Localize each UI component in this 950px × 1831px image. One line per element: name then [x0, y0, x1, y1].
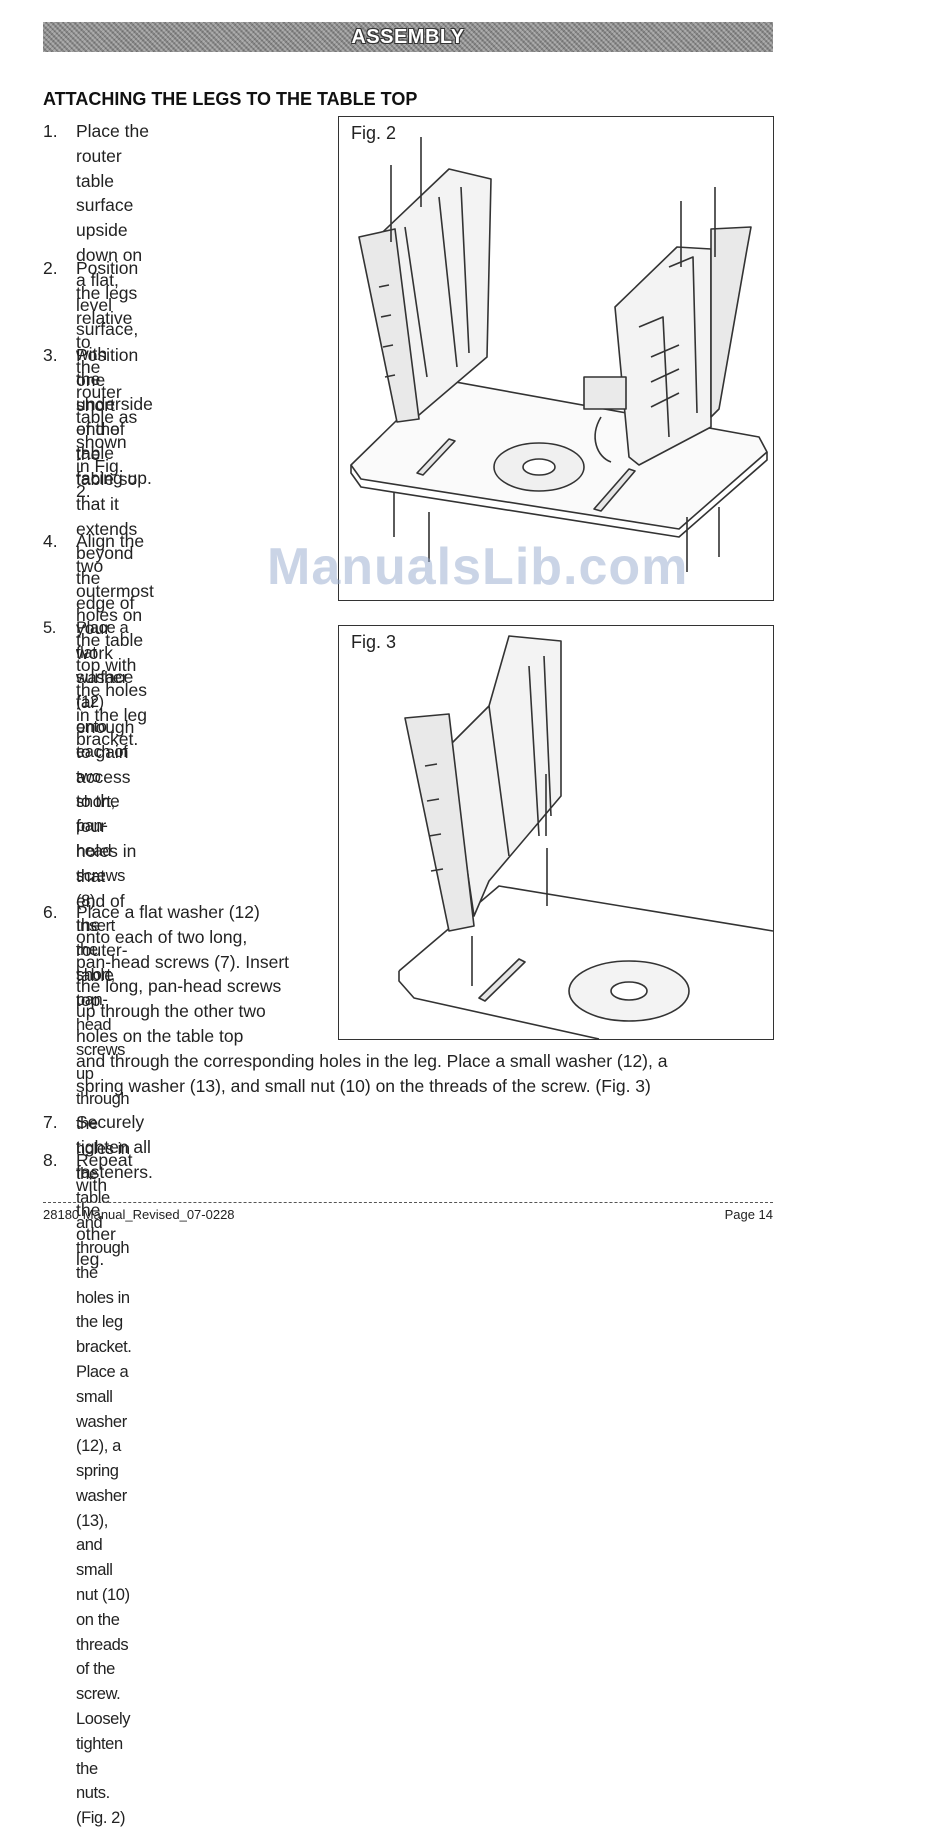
- step-line: Align the two outermost: [76, 531, 154, 601]
- step-line: up through the other two: [76, 1001, 266, 1022]
- footer-document-id: 28180 Manual_Revised_07-0228: [43, 1207, 235, 1222]
- step-line: beyond the edge of your: [76, 543, 135, 638]
- step-line: Securely tighten all fasteners.: [76, 1112, 153, 1182]
- step-line: and through the corresponding holes in t…: [76, 1050, 668, 1071]
- step-line: holes on the table top: [76, 1025, 244, 1046]
- banner-title: ASSEMBLY: [351, 25, 465, 48]
- step-line: the underside of the table: [76, 368, 153, 464]
- step-number: 2.: [43, 258, 58, 278]
- step-number: 6.: [43, 902, 58, 922]
- figure-3-label: Fig. 3: [351, 632, 397, 652]
- step-line: Position the legs relative to: [76, 258, 139, 353]
- step-line: Position one short end of: [76, 345, 139, 440]
- step-line: spring washer (13), and small nut (10) o…: [76, 1075, 651, 1096]
- step-line: surface upside down on: [76, 195, 143, 265]
- step-line: (12), a spring washer (13), and: [76, 1437, 127, 1555]
- step-line: to gain access to the four: [76, 741, 131, 837]
- step-line: onto each of two long,: [76, 926, 248, 947]
- step-line: Place the router table: [76, 121, 149, 191]
- step-number: 4.: [43, 531, 58, 551]
- figure-2-label: Fig. 2: [351, 123, 397, 143]
- step-line: the table so that it extends: [76, 444, 138, 539]
- figure-3: Fig. 3: [338, 625, 774, 1040]
- figure-2: Fig. 2: [338, 116, 774, 601]
- step-line: Place a flat washer (12): [76, 902, 260, 922]
- router-table-legs-illustration: [350, 137, 768, 572]
- step-line: pan-head screws up through: [76, 990, 130, 1109]
- step-line: holes in that end of the: [76, 840, 137, 936]
- step-line: the nuts. (Fig. 2): [76, 1759, 126, 1828]
- step-number: 7.: [43, 1112, 58, 1132]
- step-line: in Fig. 2.: [76, 456, 124, 502]
- step-line: bracket. Place a small washer: [76, 1338, 132, 1431]
- step-line: the long, pan-head screws: [76, 976, 282, 997]
- footer-divider: [43, 1202, 773, 1203]
- step-line: small nut (10) on the threads: [76, 1561, 130, 1654]
- step-line: Place a flat washer (12) onto: [76, 619, 129, 737]
- step-line: screws (8). Insert the short,: [76, 866, 125, 985]
- footer-page-number: Page 14: [724, 1207, 773, 1222]
- step-line: holes on the table top with: [76, 605, 144, 675]
- step-line: the router table as shown: [76, 357, 138, 452]
- step-number: 1.: [43, 121, 58, 141]
- step-number: 8.: [43, 1150, 58, 1170]
- step-line: work surface far enough: [76, 642, 135, 737]
- step-number: 3.: [43, 345, 58, 365]
- step-line: of the screw. Loosely tighten: [76, 1660, 131, 1753]
- step-line: a flat, level surface, with: [76, 269, 139, 365]
- leg-attachment-illustration: [398, 635, 773, 1039]
- step-line: each of two short, pan-head: [76, 742, 128, 861]
- step-line: pan-head screws (7). Insert: [76, 951, 290, 972]
- step-line: router-table top.: [76, 940, 128, 1010]
- step-line: facing up.: [76, 468, 152, 489]
- watermark: ManualsLib.com: [267, 538, 689, 596]
- section-title: ATTACHING THE LEGS TO THE TABLE TOP: [43, 89, 418, 109]
- section-banner: ASSEMBLY: [43, 22, 773, 52]
- step-number: 5.: [43, 619, 56, 637]
- step-line: the holes in the leg bracket.: [76, 679, 148, 750]
